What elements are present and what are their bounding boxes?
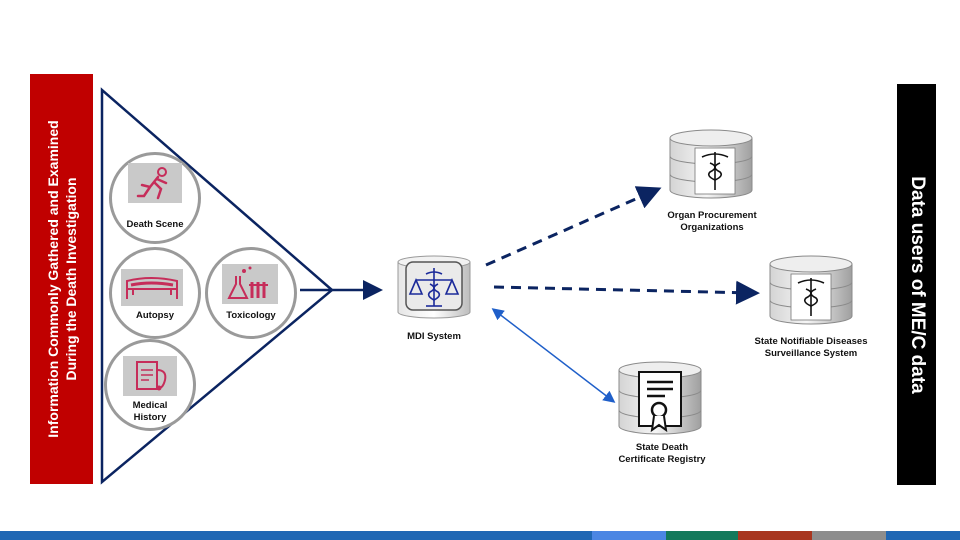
arrow-mdi-registry [491,308,616,403]
footer-bar-blue [0,531,592,540]
registry-label: State Death Certificate Registry [618,442,706,465]
arrow-to-opo [485,186,662,267]
circle-medical-history: Medical History [104,339,196,431]
running-figure-icon [128,163,182,203]
footer-bar-gray [812,531,886,540]
left-banner: Information Commonly Gathered and Examin… [30,74,93,484]
footer-bar-light-blue [592,531,666,540]
death-scene-label: Death Scene [126,219,184,230]
arrow-to-ndss [493,280,760,305]
circle-death-scene: Death Scene [109,152,201,244]
registry-database-icon [617,360,703,436]
footer-bar-green [666,531,738,540]
ndss-label: State Notifiable Diseases Surveillance S… [754,336,868,359]
medical-history-label: Medical History [132,400,168,423]
mdi-database-icon [392,254,476,320]
footer-bar-red [738,531,812,540]
autopsy-table-icon [121,269,183,306]
footer-bar-blue-end [886,531,960,540]
medical-record-icon [123,356,177,396]
circle-toxicology: Toxicology [205,247,297,339]
toxicology-label: Toxicology [226,310,276,321]
lab-flasks-icon [222,264,278,304]
mdi-label: MDI System [407,331,461,342]
circle-autopsy: Autopsy [109,247,201,339]
autopsy-label: Autopsy [136,310,174,321]
opo-database-icon [668,128,754,200]
opo-label: Organ Procurement Organizations [667,210,757,233]
ndss-database-icon [768,254,854,326]
right-banner: Data users of ME/C data [897,84,936,485]
